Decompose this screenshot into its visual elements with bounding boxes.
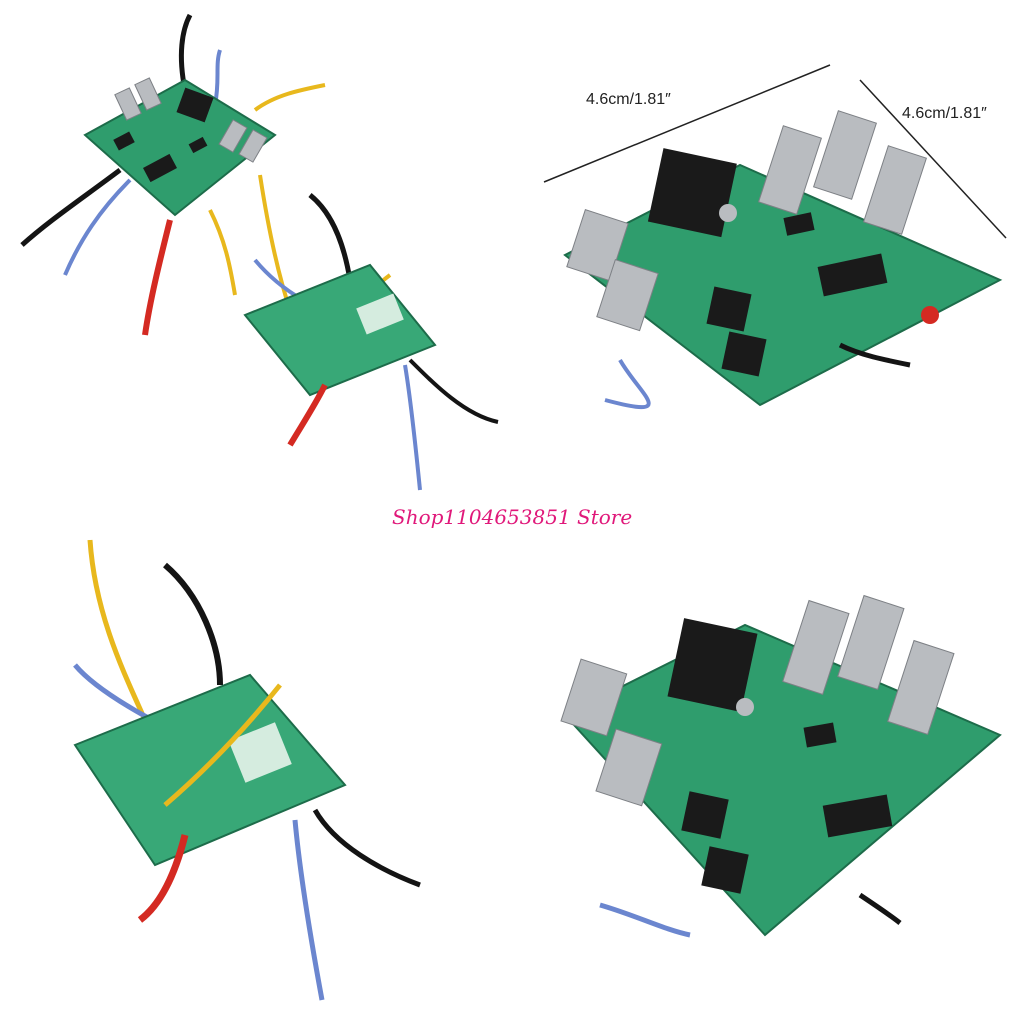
product-photo-top-middle-back-side [240, 170, 510, 500]
depth-dimension-label: 4.6cm/1.81″ [902, 105, 987, 122]
dimensioned-board-illustration [543, 64, 1007, 410]
depth-dimension-line [859, 79, 1007, 239]
bms-board-back-large-illustration [73, 539, 421, 1001]
product-photo-top-left-component-side [10, 10, 340, 340]
product-photo-bottom-left-back-side [60, 535, 440, 1005]
bms-board-back-illustration [243, 174, 499, 491]
bms-board-illustration [20, 13, 326, 336]
width-dimension-line [543, 64, 831, 183]
store-watermark: Shop1104653851 Store [392, 505, 633, 529]
product-photo-bottom-right-component-side [525, 585, 1015, 1015]
width-dimension-label: 4.6cm/1.81″ [586, 91, 671, 108]
product-photo-top-right-dimensions: 4.6cm/1.81″ 4.6cm/1.81″ [530, 55, 1020, 435]
bms-board-component-large-illustration [560, 594, 1002, 938]
